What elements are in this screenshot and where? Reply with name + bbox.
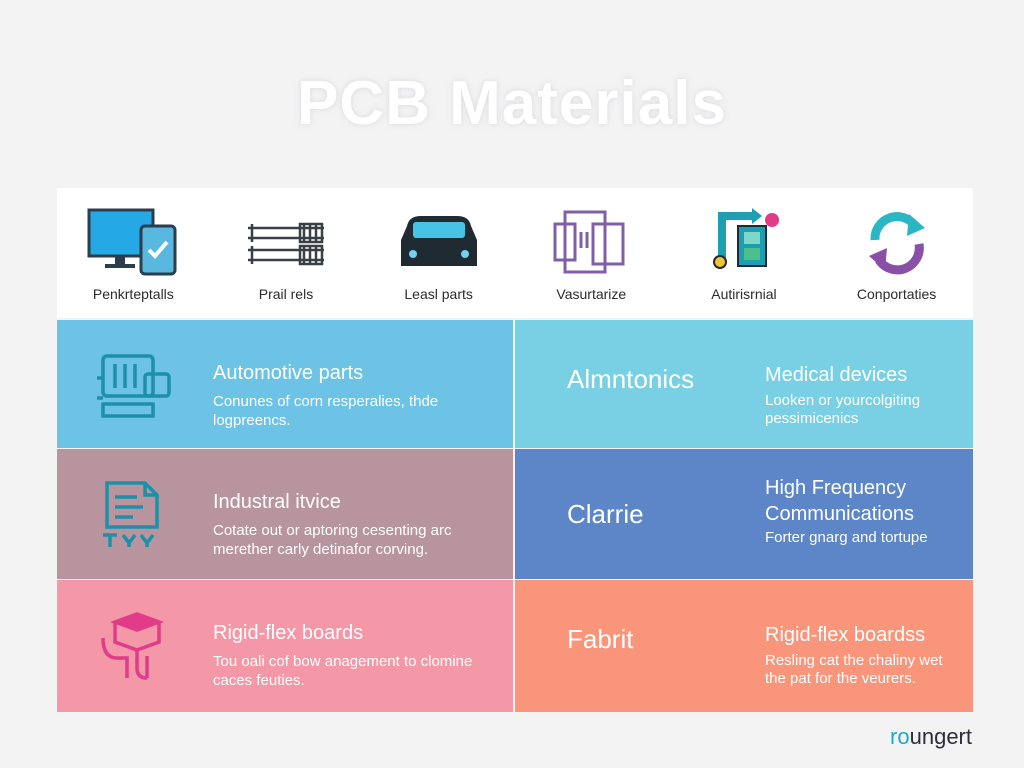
tile-industral-itvice[interactable]: Industral itvice Cotate out or aptoring … — [57, 449, 513, 579]
panels-icon — [553, 210, 625, 274]
tile-word: Clarrie — [567, 499, 644, 529]
icon-label: Autirisrnial — [711, 286, 777, 302]
tile-heading: High Frequency Communications — [765, 477, 914, 525]
document-icon — [103, 481, 159, 547]
tile-heading: Industral itvice — [213, 491, 341, 513]
brand-rest: ungert — [909, 724, 972, 749]
icon-label: Prail rels — [258, 286, 314, 302]
tile-automotive-parts[interactable]: Automotive parts Conunes of corn respera… — [57, 320, 513, 448]
icon-strip: Penkrteptalls Prail rels Leasl parts — [57, 188, 973, 318]
icon-label: Penkrteptalls — [92, 286, 174, 302]
tile-description: Cotate out or aptoring cesenting arc mer… — [213, 522, 452, 558]
tile-heading: Automotive parts — [213, 362, 364, 384]
page-title: PCB Materials — [297, 69, 727, 138]
tile-medical-devices[interactable]: Almntonics Medical devices Looken or you… — [515, 320, 973, 448]
tile-heading: Rigid-flex boardss — [765, 624, 926, 646]
icon-label: Vasurtarize — [556, 286, 627, 302]
icon-item-5[interactable]: Conportaties — [827, 188, 967, 302]
icon-label: Conportaties — [856, 286, 937, 302]
tile-description: Conunes of corn resperalies, thde logpre… — [213, 393, 439, 429]
rails-icon — [247, 222, 324, 266]
icon-item-2[interactable]: Leasl parts — [369, 188, 509, 302]
tile-description: Tou oali cof bow anagement to clomine ca… — [213, 653, 473, 689]
tile-description: Resling cat the chaliny wet the pat for … — [765, 652, 943, 687]
tile-description: Looken or yourcolgiting pessimicenics — [765, 392, 921, 427]
icon-item-1[interactable]: Prail rels — [216, 188, 356, 302]
tile-rigid-flex-boards[interactable]: Rigid-flex boards Tou oali cof bow anage… — [57, 580, 513, 712]
icon-label: Leasl parts — [404, 286, 473, 302]
monitor-tablet-icon — [87, 208, 177, 276]
brand-accent: ro — [890, 724, 910, 749]
tile-word: Almntonics — [567, 364, 695, 394]
car-front-icon — [400, 216, 477, 266]
tile-rigid-flex-boardss[interactable]: Fabrit Rigid-flex boardss Resling cat th… — [515, 580, 973, 712]
icon-item-3[interactable]: Vasurtarize — [521, 188, 661, 302]
circuit-board-icon — [97, 354, 171, 418]
category-grid: Automotive parts Conunes of corn respera… — [57, 320, 973, 712]
tile-heading: Rigid-flex boards — [213, 622, 364, 644]
tile-heading: Medical devices — [765, 364, 908, 386]
tile-description: Forter gnarg and tortupe — [765, 529, 928, 546]
machine-icon — [712, 208, 779, 269]
tile-word: Fabrit — [567, 624, 634, 654]
brand-logo: roungert — [890, 724, 972, 750]
flex-board-icon — [101, 612, 165, 680]
icon-item-4[interactable]: Autirisrnial — [674, 188, 814, 302]
refresh-arrows-icon — [868, 212, 925, 275]
tile-high-frequency[interactable]: Clarrie High Frequency Communications Fo… — [515, 449, 973, 579]
icon-item-0[interactable]: Penkrteptalls — [63, 188, 203, 302]
